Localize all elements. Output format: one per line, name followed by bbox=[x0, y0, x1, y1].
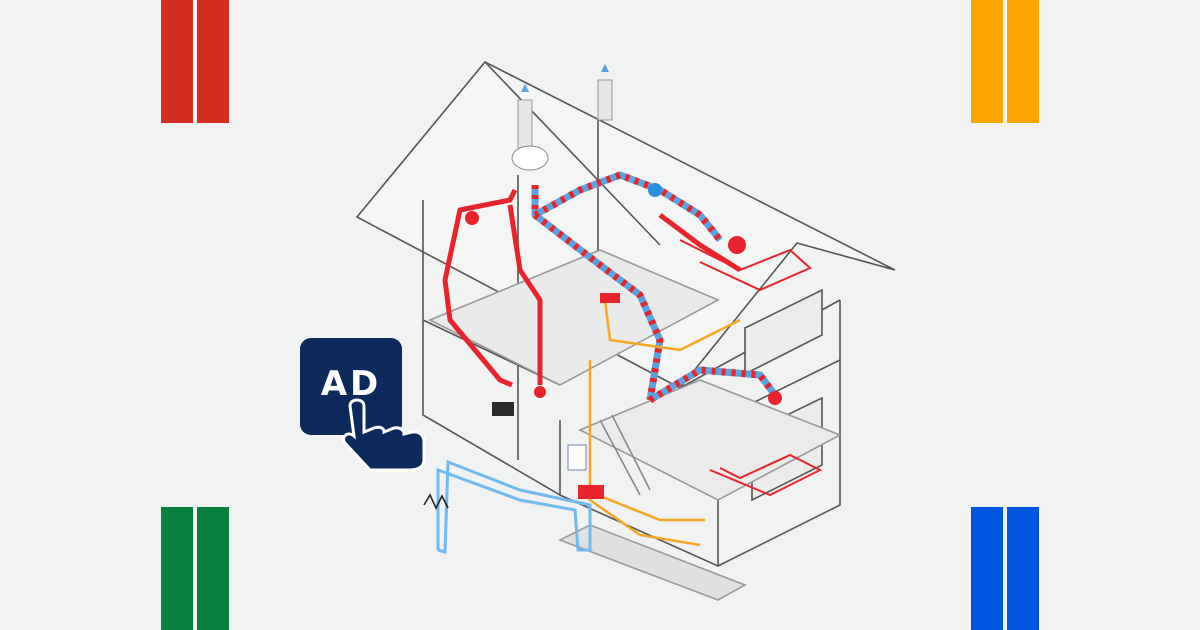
vent-fixtures bbox=[465, 183, 782, 499]
heating-pipes bbox=[584, 299, 741, 547]
ground-loop bbox=[436, 459, 592, 554]
house-outline bbox=[355, 60, 896, 601]
ad-touch-icon: AD bbox=[300, 338, 402, 435]
stripe-blue-bottom-right bbox=[971, 507, 1039, 630]
pointing-hand-icon bbox=[342, 398, 426, 472]
floor-heating-loops bbox=[679, 239, 823, 497]
ad-badge-label: AD bbox=[320, 364, 382, 404]
extract-duct bbox=[531, 171, 778, 404]
roof-vents bbox=[511, 64, 613, 171]
stripe-green-bottom-left bbox=[161, 507, 229, 630]
stripe-orange-top-right bbox=[971, 0, 1039, 123]
heat-source-symbol bbox=[423, 493, 449, 510]
supply-ducts bbox=[442, 188, 742, 388]
stripe-red-top-left bbox=[161, 0, 229, 123]
